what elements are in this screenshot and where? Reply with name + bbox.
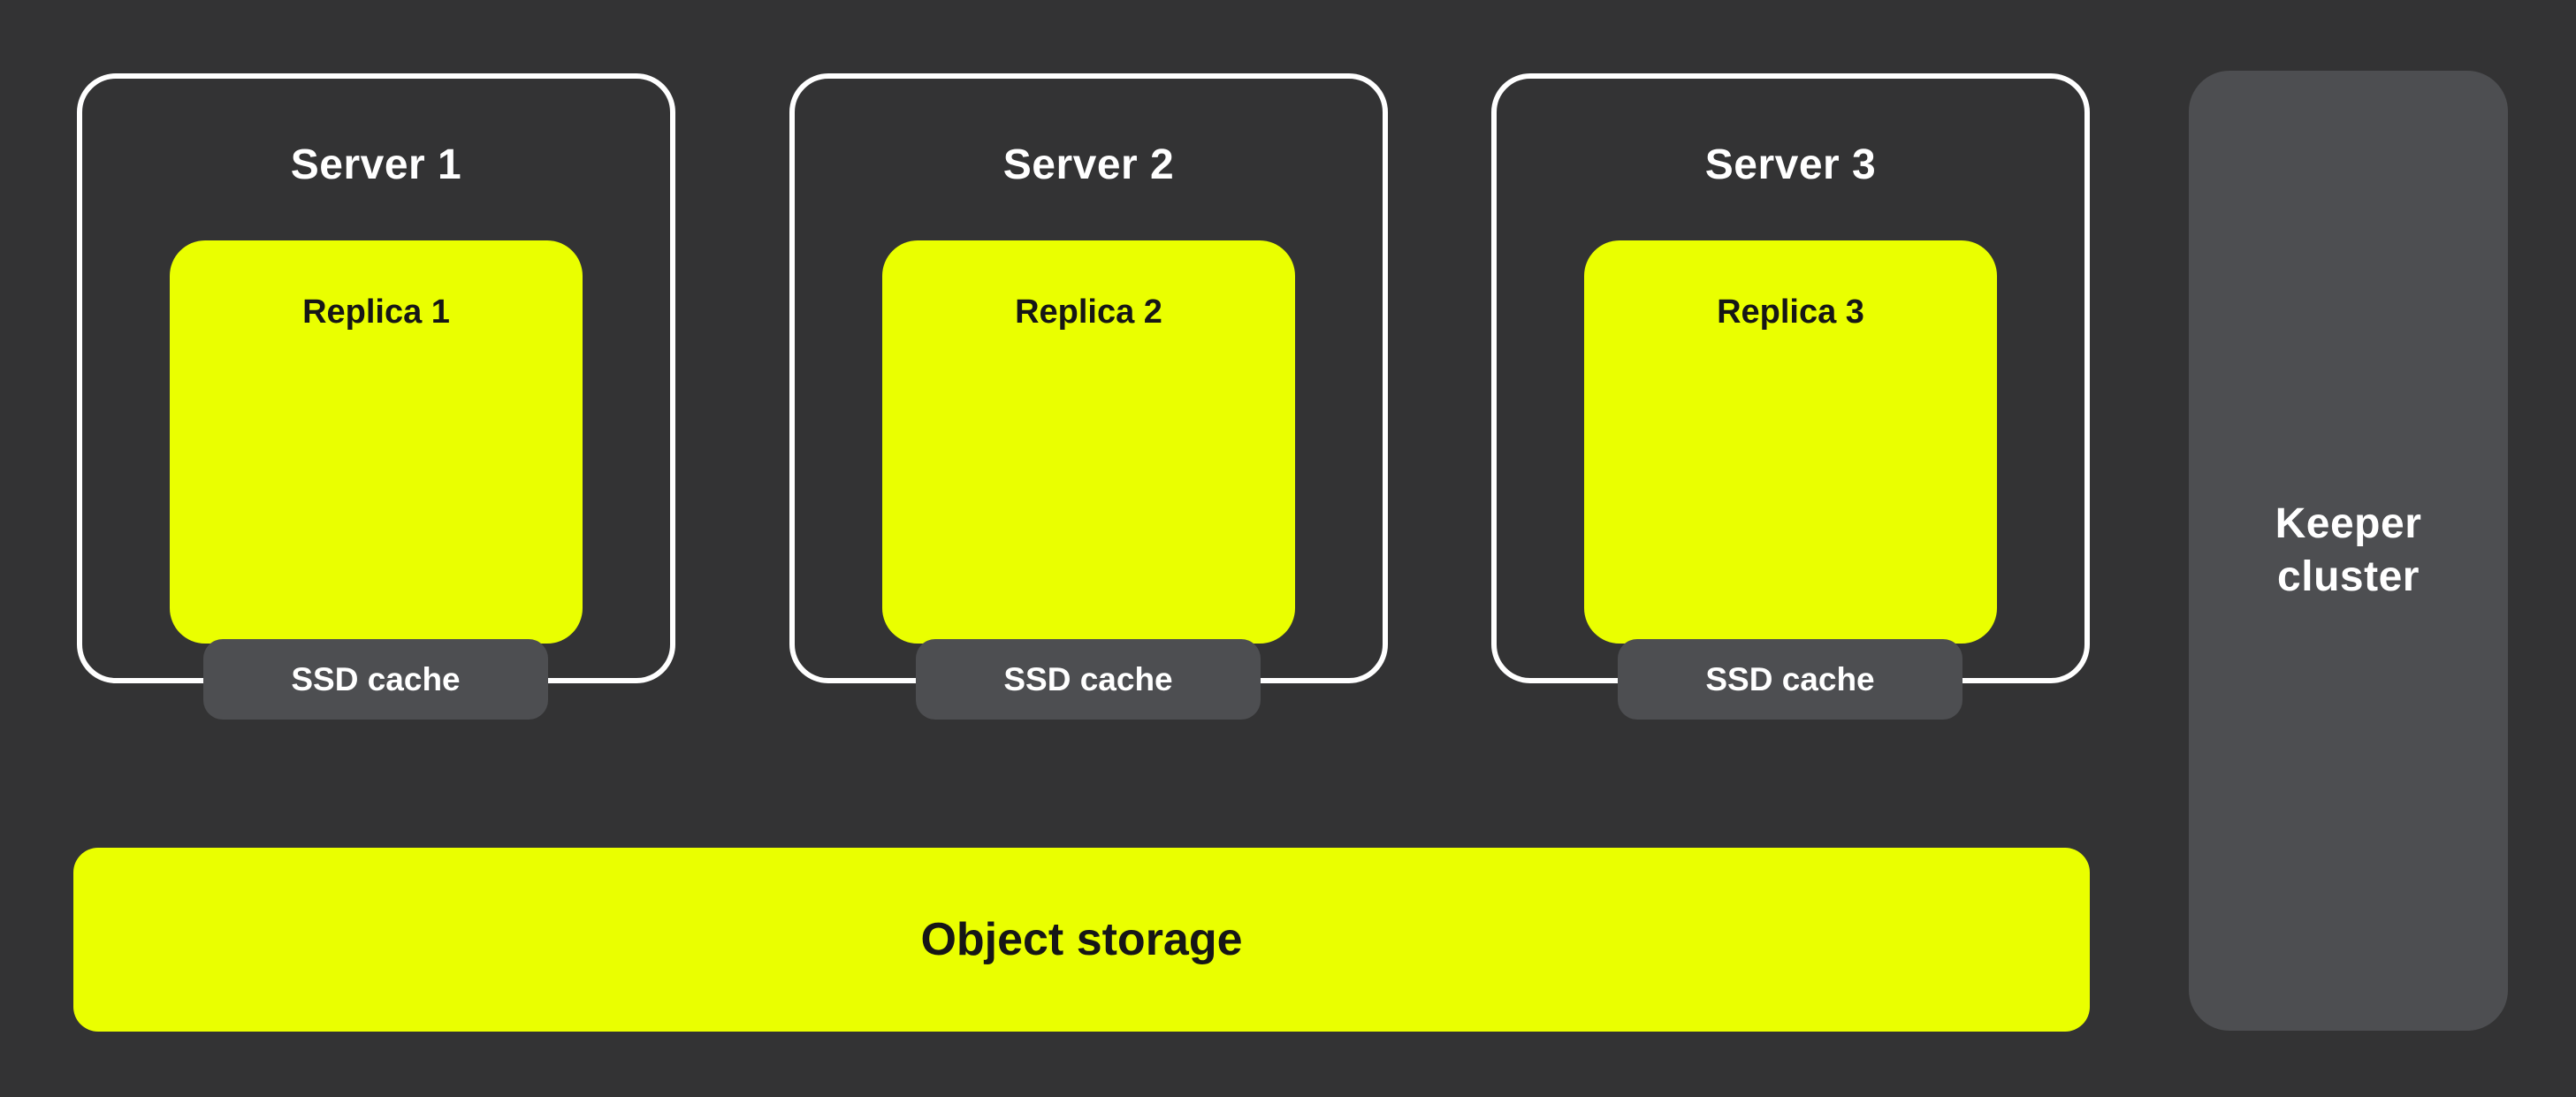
server-1-box: Server 1 Replica 1 SSD cache: [77, 73, 675, 720]
keeper-cluster-box: Keeper cluster: [2189, 71, 2508, 1031]
server-2-box: Server 2 Replica 2 SSD cache: [789, 73, 1388, 720]
server-2-title: Server 2: [1002, 141, 1175, 188]
ssd-cache-3-pill: SSD cache: [1618, 639, 1962, 720]
server-3-title: Server 3: [1704, 141, 1877, 188]
object-storage-box: Object storage: [73, 848, 2090, 1032]
replica-1-title: Replica 1: [302, 293, 450, 331]
replica-1-box: Replica 1: [170, 240, 583, 644]
server-3-box: Server 3 Replica 3 SSD cache: [1491, 73, 2090, 720]
server-1-title: Server 1: [290, 141, 462, 188]
keeper-cluster-label: Keeper cluster: [2275, 500, 2422, 600]
replica-3-title: Replica 3: [1717, 293, 1864, 331]
replica-3-box: Replica 3: [1584, 240, 1997, 644]
ssd-cache-1-pill: SSD cache: [203, 639, 548, 720]
ssd-cache-2-pill: SSD cache: [916, 639, 1261, 720]
replica-2-box: Replica 2: [882, 240, 1295, 644]
replica-2-title: Replica 2: [1015, 293, 1162, 331]
object-storage-label: Object storage: [920, 914, 1243, 965]
